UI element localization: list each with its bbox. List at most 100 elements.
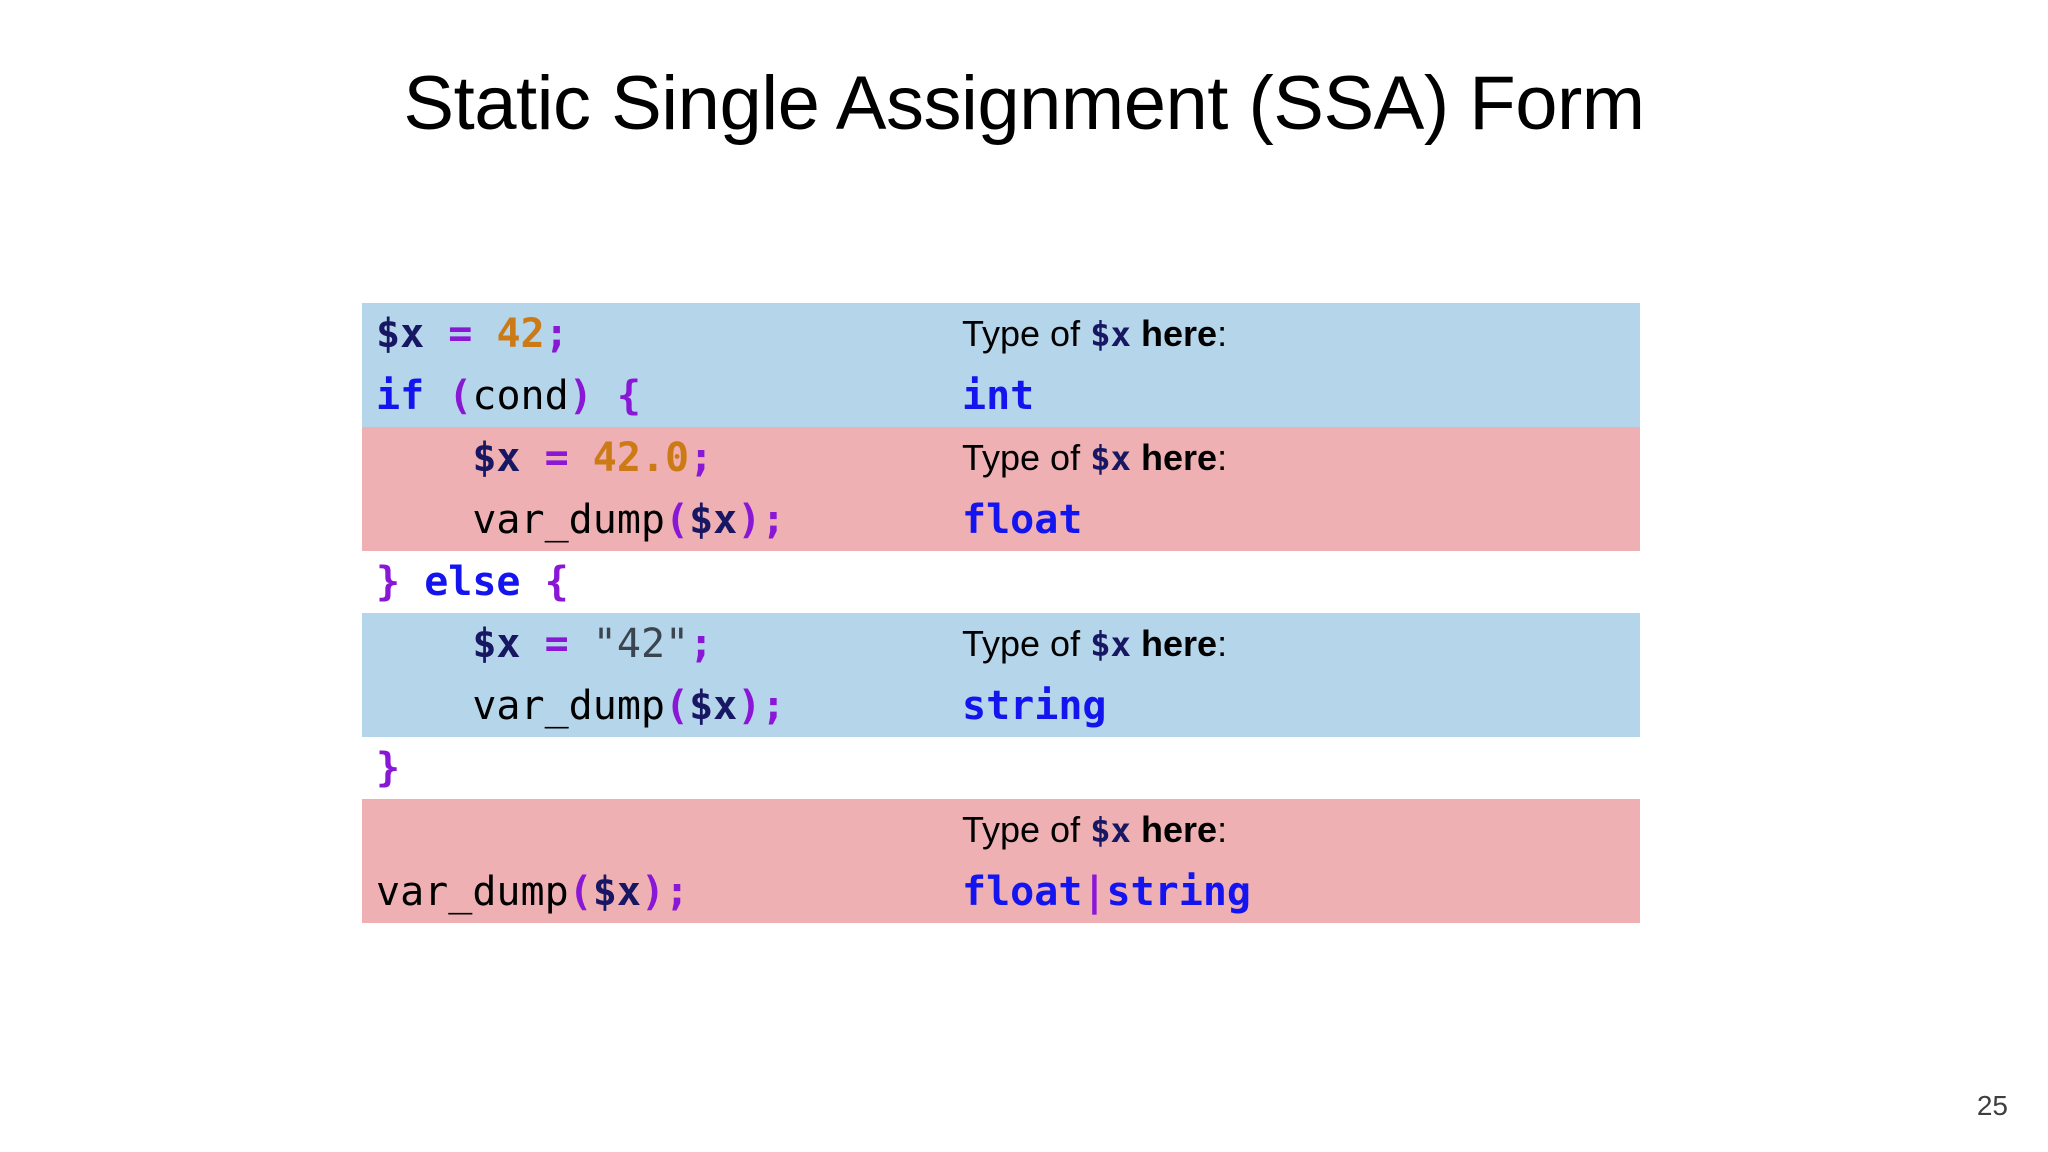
code-line: } — [376, 737, 400, 799]
code-row: $x = 42.0; Type of $x here: — [362, 427, 1640, 489]
code-row: $x = 42; Type of $x here: — [362, 303, 1640, 365]
type-name: string — [1106, 869, 1252, 915]
annotation-text: Type of $x here: — [962, 313, 1228, 355]
code-token: 42 — [496, 311, 545, 357]
annotation-colon: : — [1217, 437, 1228, 478]
code-token — [521, 559, 545, 605]
code-token — [569, 435, 593, 481]
code-row: } — [362, 737, 1640, 799]
code-band-blue: $x = "42";Type of $x here: var_dump($x);… — [362, 613, 1640, 737]
code-token — [593, 373, 617, 419]
type-annotation-value: float|string — [962, 861, 1251, 923]
code-token — [376, 683, 472, 729]
code-token: if — [376, 373, 425, 419]
code-token: $x — [689, 497, 738, 543]
code-token: { — [544, 559, 569, 605]
annotation-colon: : — [1217, 623, 1228, 664]
annotation-variable: $x — [1090, 811, 1132, 851]
code-token — [400, 559, 424, 605]
code-token: { — [616, 373, 641, 419]
code-row: Type of $x here: — [362, 799, 1640, 861]
code-token: else — [424, 559, 521, 605]
code-token: ) — [640, 869, 666, 915]
code-token — [472, 311, 496, 357]
code-token — [376, 435, 472, 481]
code-token: = — [448, 311, 473, 357]
annotation-prefix: Type of — [962, 623, 1091, 664]
code-token: ) — [737, 683, 762, 729]
annotation-here: here — [1131, 437, 1218, 478]
type-value: int — [962, 373, 1034, 419]
page-number: 25 — [1976, 1090, 2008, 1121]
type-annotation-value: string — [962, 675, 1107, 737]
code-token: $x — [689, 683, 738, 729]
code-band-pink: $x = 42.0;Type of $x here: var_dump($x);… — [362, 427, 1640, 551]
code-token — [376, 497, 472, 543]
code-token: 42.0 — [592, 435, 690, 481]
code-token: ) — [737, 497, 762, 543]
type-name: string — [962, 683, 1107, 729]
code-token — [521, 621, 545, 667]
code-token — [521, 435, 545, 481]
type-annotation-label: Type of $x here: — [962, 427, 1227, 489]
code-token: ; — [761, 497, 786, 543]
annotation-here: here — [1131, 623, 1218, 664]
code-band-plain: } else { — [362, 551, 1640, 613]
code-token: } — [376, 745, 401, 791]
type-value: string — [962, 683, 1107, 729]
code-row: var_dump($x); float — [362, 489, 1640, 551]
code-token: = — [544, 435, 569, 481]
page-title: Static Single Assignment (SSA) Form — [403, 61, 1645, 146]
code-token: ( — [448, 373, 473, 419]
annotation-variable: $x — [1090, 625, 1132, 665]
code-band-pink: Type of $x here:var_dump($x);float|strin… — [362, 799, 1640, 923]
code-row: var_dump($x); float|string — [362, 861, 1640, 923]
code-token: ) — [568, 373, 593, 419]
type-name: int — [962, 373, 1035, 419]
code-row: } else { — [362, 551, 1640, 613]
type-value: float|string — [962, 869, 1251, 915]
type-annotation-value: float — [962, 489, 1082, 551]
type-pipe: | — [1082, 869, 1107, 915]
code-token: ; — [689, 435, 714, 481]
code-token: = — [544, 621, 569, 667]
code-token: ( — [664, 683, 690, 729]
type-annotation-value: int — [962, 365, 1034, 427]
code-token: $x — [376, 311, 425, 357]
annotation-variable: $x — [1090, 439, 1132, 479]
annotation-here: here — [1131, 313, 1218, 354]
code-token: ; — [544, 311, 569, 357]
code-token: var_dump — [376, 869, 569, 915]
code-line: $x = 42.0; — [376, 427, 713, 489]
code-row: var_dump($x);string — [362, 675, 1640, 737]
annotation-text: Type of $x here: — [962, 623, 1228, 665]
type-name: float — [962, 869, 1083, 915]
code-token: var_dump — [472, 497, 665, 543]
code-token — [569, 621, 593, 667]
code-line: if (cond) { — [376, 365, 641, 427]
code-line: $x = 42; — [376, 303, 569, 365]
code-row: if (cond) { int — [362, 365, 1640, 427]
code-token: ( — [568, 869, 593, 915]
code-band-plain: } — [362, 737, 1640, 799]
code-token: cond — [472, 373, 569, 419]
annotation-prefix: Type of — [962, 313, 1091, 354]
annotation-prefix: Type of — [962, 809, 1091, 850]
annotation-colon: : — [1217, 809, 1228, 850]
type-annotation-label: Type of $x here: — [962, 799, 1227, 861]
code-token: ; — [665, 869, 690, 915]
code-line: var_dump($x); — [376, 861, 689, 923]
code-line: } else { — [376, 551, 569, 613]
annotation-variable: $x — [1090, 315, 1132, 355]
code-row: $x = "42";Type of $x here: — [362, 613, 1640, 675]
code-token: var_dump — [472, 683, 665, 729]
code-token: $x — [472, 621, 521, 667]
annotation-text: Type of $x here: — [962, 809, 1228, 851]
annotation-prefix: Type of — [962, 437, 1091, 478]
code-token — [424, 373, 448, 419]
annotation-colon: : — [1217, 313, 1228, 354]
code-token: ( — [664, 497, 690, 543]
code-token: ; — [689, 621, 714, 667]
annotation-here: here — [1131, 809, 1218, 850]
code-token: $x — [592, 869, 641, 915]
